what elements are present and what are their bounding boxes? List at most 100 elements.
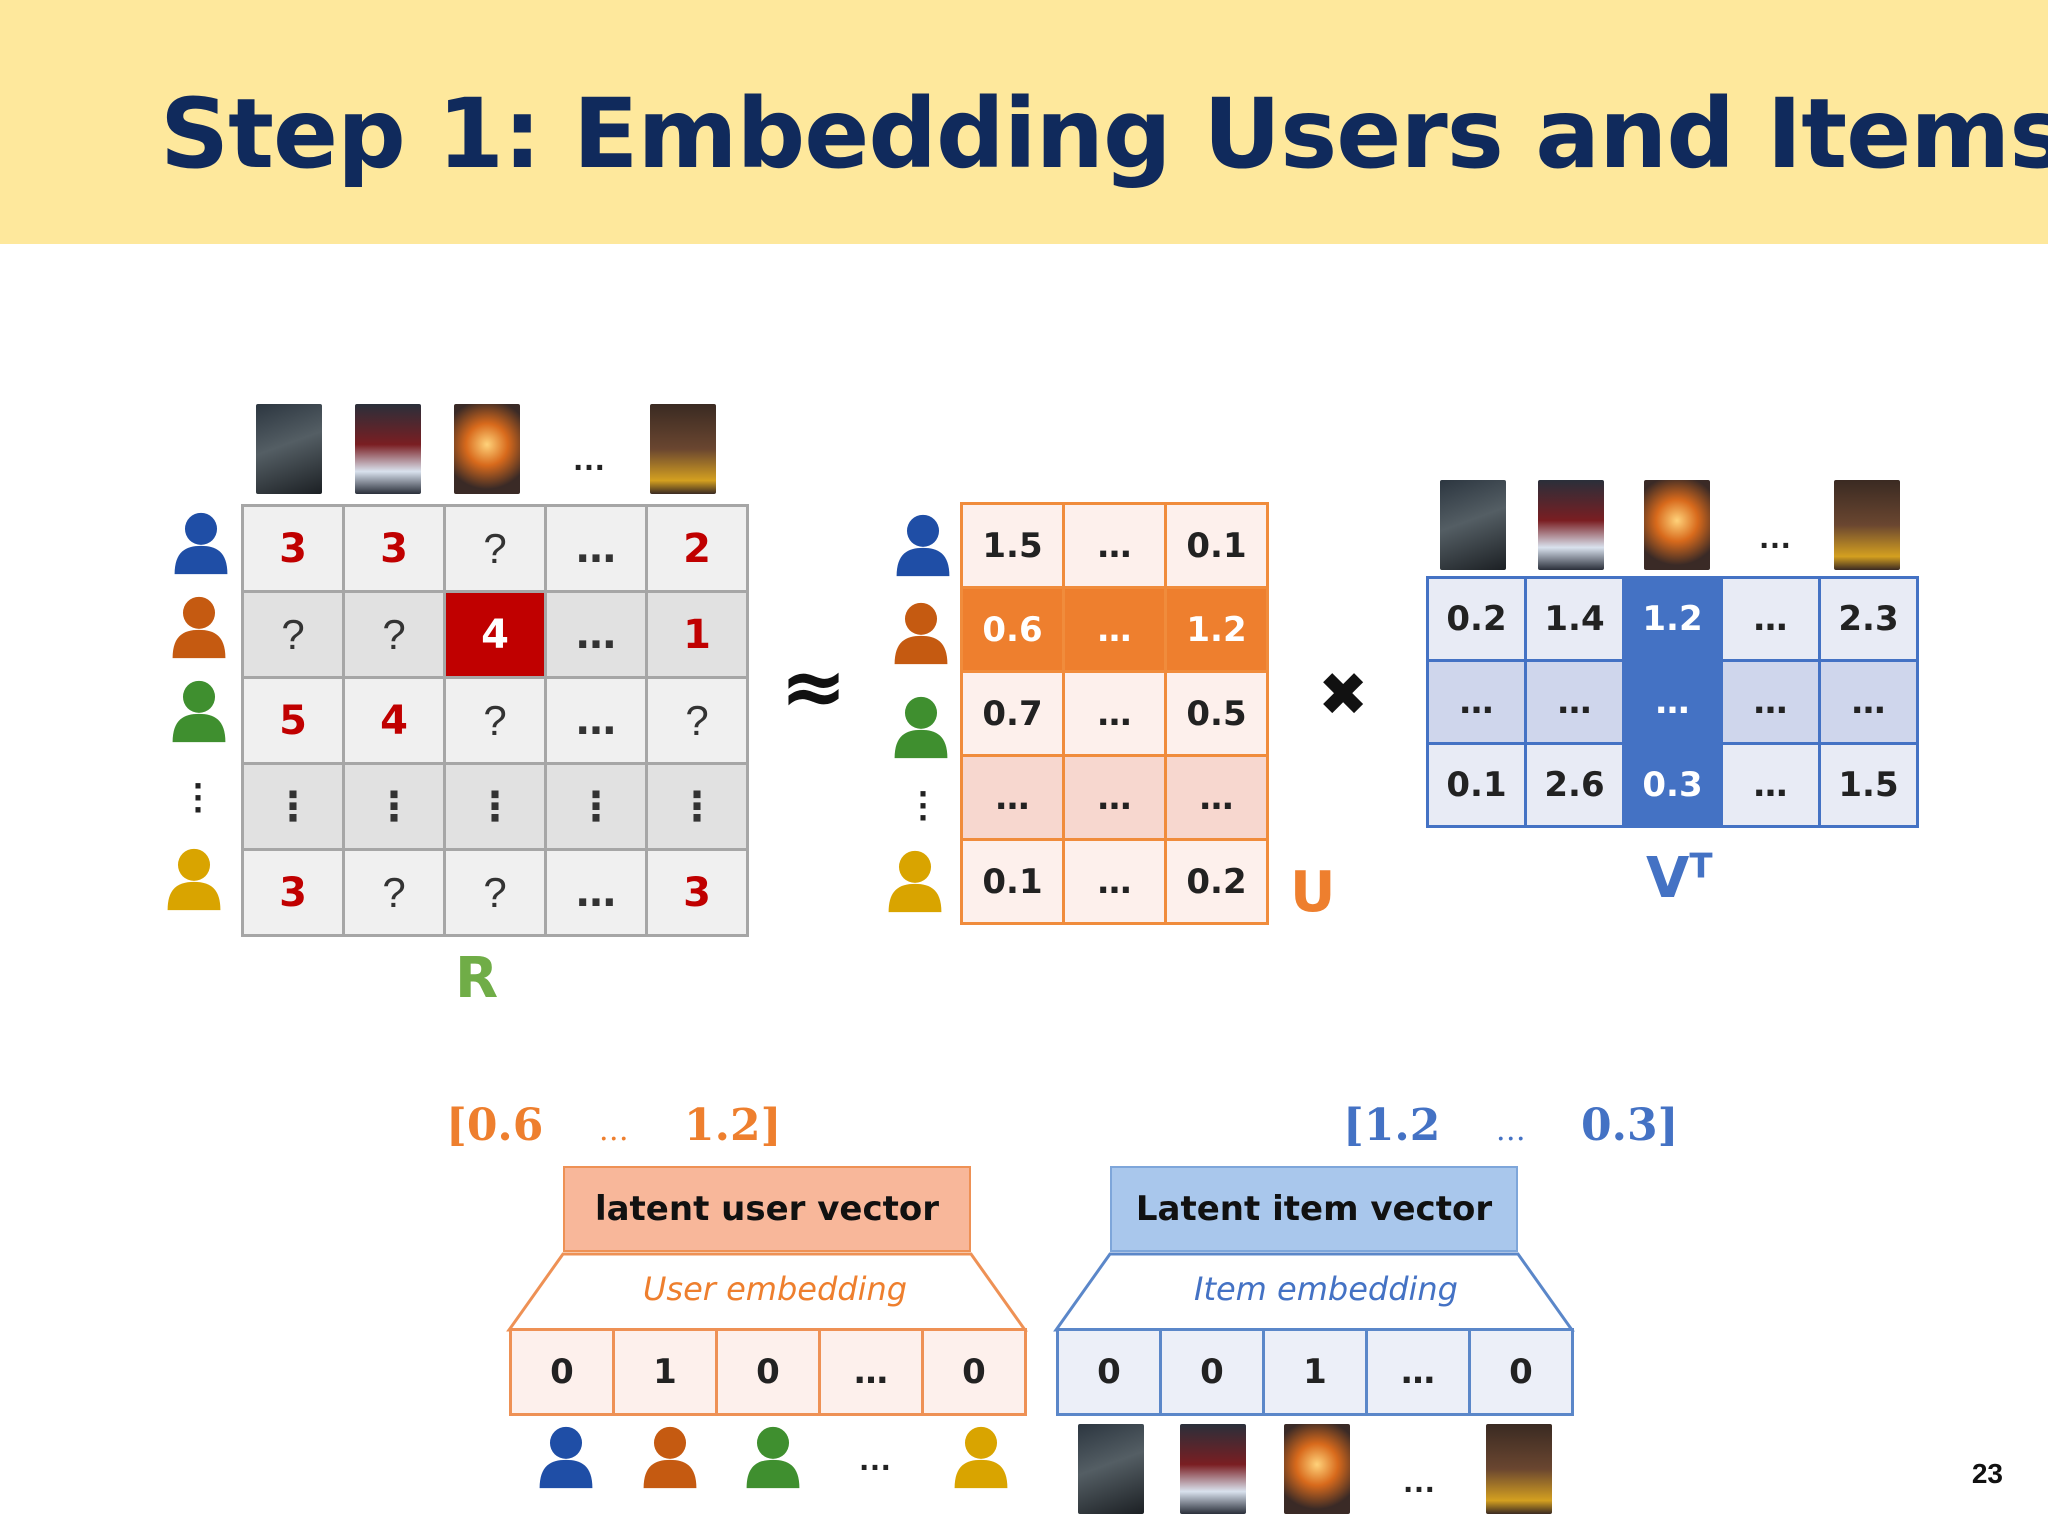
item-onehot-cell: 0	[1059, 1331, 1159, 1413]
user-vector-last: 1.2]	[684, 1100, 782, 1151]
u-cell: 0.1	[1167, 505, 1266, 586]
r-cell: ?	[345, 593, 443, 676]
vt-cell: …	[1723, 745, 1818, 825]
r-cell: 1	[648, 593, 746, 676]
posters-ellipsis: …	[1758, 518, 1792, 556]
posters-ellipsis: …	[1402, 1462, 1436, 1500]
u-cell-highlighted: …	[1065, 589, 1164, 670]
users-ellipsis: …	[858, 1440, 892, 1478]
user-matrix-u: 1.5 … 0.1 0.6 … 1.2 0.7 … 0.5 … … … 0.1 …	[960, 502, 1269, 925]
user-yellow-icon	[952, 1424, 1010, 1490]
u-cell: 0.2	[1167, 841, 1266, 922]
u-cell: …	[1065, 673, 1164, 754]
latent-user-vector-box: latent user vector	[563, 1166, 971, 1252]
u-cell: …	[1065, 757, 1164, 838]
users-vertical-ellipsis: ···	[918, 773, 930, 838]
vt-cell: …	[1723, 579, 1818, 659]
user-blue-icon	[537, 1424, 595, 1490]
item-embedding-label: Item embedding	[1194, 1270, 1458, 1308]
latent-user-vector-values: [0.6 … 1.2]	[446, 1100, 781, 1151]
movie-poster-4	[1486, 1424, 1552, 1514]
item-onehot-cell: 0	[1162, 1331, 1262, 1413]
r-cell: 4	[345, 679, 443, 762]
u-cell: …	[1065, 841, 1164, 922]
user-vector-ellipsis: …	[598, 1113, 629, 1148]
vt-cell-highlighted: …	[1625, 662, 1720, 742]
movie-poster-1	[256, 404, 322, 494]
movie-poster-3	[454, 404, 520, 494]
item-vector-ellipsis: …	[1495, 1113, 1526, 1148]
user-green-icon	[892, 694, 950, 760]
u-cell: 1.5	[963, 505, 1062, 586]
u-cell: 0.1	[963, 841, 1062, 922]
movie-poster-2	[355, 404, 421, 494]
item-onehot-vector: 0 0 1 … 0	[1056, 1328, 1574, 1416]
user-onehot-vector: 0 1 0 … 0	[509, 1328, 1027, 1416]
r-cell: ?	[244, 593, 342, 676]
r-cell: ⋮	[345, 765, 443, 848]
matrix-vt-superscript: T	[1689, 846, 1713, 887]
rating-matrix-r: 3 3 ? … 2 ? ? 4 … 1 5 4 ? … ? ⋮ ⋮ ⋮ ⋮ ⋮ …	[241, 504, 749, 937]
approx-symbol: ≈	[780, 640, 848, 733]
r-cell: ?	[446, 851, 544, 934]
user-embedding-label: User embedding	[643, 1270, 908, 1308]
posters-ellipsis: …	[572, 440, 606, 478]
user-orange-icon	[170, 594, 228, 660]
vt-cell: …	[1821, 662, 1916, 742]
user-green-icon	[170, 678, 228, 744]
r-cell: ?	[446, 679, 544, 762]
user-green-icon	[744, 1424, 802, 1490]
u-cell-highlighted: 1.2	[1167, 589, 1266, 670]
r-cell: ?	[648, 679, 746, 762]
movie-poster-1	[1440, 480, 1506, 570]
user-orange-icon	[641, 1424, 699, 1490]
movie-poster-4	[1834, 480, 1900, 570]
r-cell: ⋮	[446, 765, 544, 848]
r-cell-highlighted: 4	[446, 593, 544, 676]
movie-poster-2	[1180, 1424, 1246, 1514]
vt-cell: 1.4	[1527, 579, 1622, 659]
u-cell-highlighted: 0.6	[963, 589, 1062, 670]
item-matrix-vt: 0.2 1.4 1.2 … 2.3 … … … … … 0.1 2.6 0.3 …	[1426, 576, 1919, 828]
r-cell: 2	[648, 507, 746, 590]
item-onehot-cell: …	[1368, 1331, 1468, 1413]
user-onehot-cell: …	[821, 1331, 921, 1413]
r-cell: ?	[446, 507, 544, 590]
times-symbol: ✖	[1318, 660, 1369, 730]
vt-cell: 2.6	[1527, 745, 1622, 825]
latent-item-vector-box: Latent item vector	[1110, 1166, 1518, 1252]
vt-cell: 1.5	[1821, 745, 1916, 825]
movie-poster-2	[1538, 480, 1604, 570]
movie-poster-4	[650, 404, 716, 494]
user-blue-icon	[894, 512, 952, 578]
item-onehot-cell: 1	[1265, 1331, 1365, 1413]
r-cell: ?	[345, 851, 443, 934]
r-cell: ⋮	[648, 765, 746, 848]
user-onehot-cell: 0	[512, 1331, 612, 1413]
matrix-vt-letter: V	[1646, 846, 1690, 911]
r-cell: …	[547, 593, 645, 676]
user-onehot-cell: 0	[924, 1331, 1024, 1413]
r-cell: 5	[244, 679, 342, 762]
r-cell: 3	[244, 507, 342, 590]
r-cell: …	[547, 851, 645, 934]
vt-cell: …	[1723, 662, 1818, 742]
item-vector-last: 0.3]	[1581, 1100, 1679, 1151]
vt-cell: 0.1	[1429, 745, 1524, 825]
user-blue-icon	[172, 510, 230, 576]
u-cell: 0.7	[963, 673, 1062, 754]
movie-poster-3	[1644, 480, 1710, 570]
user-orange-icon	[892, 600, 950, 666]
vt-cell: 0.2	[1429, 579, 1524, 659]
title-banner	[0, 0, 2048, 244]
vt-cell-highlighted: 0.3	[1625, 745, 1720, 825]
item-vector-first: [1.2	[1343, 1100, 1441, 1151]
r-cell: …	[547, 679, 645, 762]
matrix-r-label: R	[455, 946, 499, 1011]
matrix-vt-label: VT	[1646, 846, 1713, 911]
u-cell: …	[963, 757, 1062, 838]
r-cell: 3	[648, 851, 746, 934]
r-cell: …	[547, 507, 645, 590]
u-cell: …	[1065, 505, 1164, 586]
users-vertical-ellipsis: ···	[193, 765, 205, 830]
